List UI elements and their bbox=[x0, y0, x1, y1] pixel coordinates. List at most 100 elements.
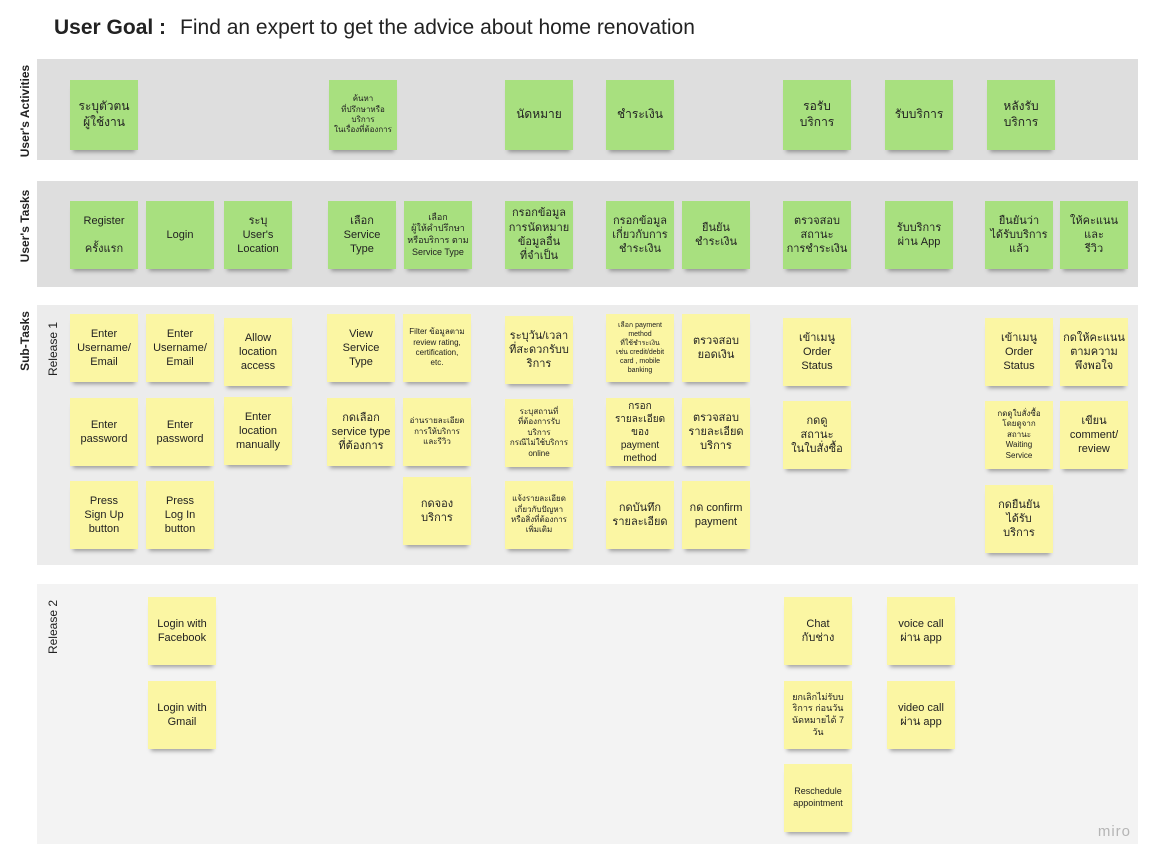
sticky-note-release2-5[interactable]: voice call ผ่าน app bbox=[887, 597, 955, 665]
sticky-note-release1-22[interactable]: เข้าเมนู Order Status bbox=[783, 318, 851, 386]
sticky-note-tasks-6[interactable]: กรอกข้อมูล เกี่ยวกับการ ชำระเงิน bbox=[606, 201, 674, 269]
sticky-note-tasks-2[interactable]: ระบุ User's Location bbox=[224, 201, 292, 269]
sticky-note-text: กด confirm payment bbox=[689, 501, 743, 528]
sticky-note-release1-26[interactable]: กดยืนยัน ได้รับ บริการ bbox=[985, 485, 1053, 553]
user-goal: User Goal : Find an expert to get the adv… bbox=[54, 16, 695, 40]
sticky-note-release1-0[interactable]: Enter Username/ Email bbox=[70, 314, 138, 382]
sticky-note-release1-2[interactable]: Press Sign Up button bbox=[70, 481, 138, 549]
sticky-note-release2-6[interactable]: video call ผ่าน app bbox=[887, 681, 955, 749]
user-goal-label: User Goal : bbox=[54, 16, 167, 39]
sticky-note-activities-0[interactable]: ระบุตัวตน ผู้ใช้งาน bbox=[70, 80, 138, 150]
sticky-note-release1-3[interactable]: Enter Username/ Email bbox=[146, 314, 214, 382]
release2-label: Release 2 bbox=[46, 599, 60, 655]
sticky-note-text: ระบุ User's Location bbox=[237, 214, 279, 256]
sticky-note-text: Login with Gmail bbox=[157, 701, 207, 728]
sticky-note-text: เลือก payment method ที่ใช้ชำระเงิน เช่น… bbox=[615, 321, 665, 375]
sticky-note-release1-13[interactable]: ระบุวัน/เวลา ที่สะดวกรับบ ริการ bbox=[505, 316, 573, 384]
sticky-note-activities-4[interactable]: รอรับ บริการ bbox=[783, 80, 851, 150]
sticky-note-activities-3[interactable]: ชำระเงิน bbox=[606, 80, 674, 150]
sticky-note-release1-27[interactable]: กดให้คะแนน ตามความ พึงพอใจ bbox=[1060, 318, 1128, 386]
sticky-note-release1-10[interactable]: Filter ข้อมูลตาม review rating, certific… bbox=[403, 314, 471, 382]
sticky-note-activities-5[interactable]: รับบริการ bbox=[885, 80, 953, 150]
sticky-note-text: ยกเลิกไม่รับบ ริการ ก่อนวัน นัดหมายได้ 7… bbox=[791, 691, 845, 737]
sticky-note-text: Press Log In button bbox=[164, 494, 196, 536]
sticky-note-release1-7[interactable]: Enter location manually bbox=[224, 397, 292, 465]
sticky-note-release2-3[interactable]: ยกเลิกไม่รับบ ริการ ก่อนวัน นัดหมายได้ 7… bbox=[784, 681, 852, 749]
sticky-note-activities-6[interactable]: หลังรับ บริการ bbox=[987, 80, 1055, 150]
sticky-note-text: กดให้คะแนน ตามความ พึงพอใจ bbox=[1063, 331, 1125, 373]
activities-band bbox=[37, 59, 1138, 160]
sticky-note-release2-1[interactable]: Login with Gmail bbox=[148, 681, 216, 749]
sticky-note-text: กดเลือก service type ที่ต้องการ bbox=[331, 411, 391, 453]
sticky-note-release2-4[interactable]: Reschedule appointment bbox=[784, 764, 852, 832]
sticky-note-release1-8[interactable]: View Service Type bbox=[327, 314, 395, 382]
sticky-note-text: ชำระเงิน bbox=[617, 107, 663, 122]
sticky-note-release2-2[interactable]: Chat กับช่าง bbox=[784, 597, 852, 665]
sticky-note-text: ระบุวัน/เวลา ที่สะดวกรับบ ริการ bbox=[509, 329, 569, 371]
sticky-note-text: ยืนยันว่า ได้รับบริการ แล้ว bbox=[990, 214, 1048, 256]
sticky-note-release1-14[interactable]: ระบุสถานที่ ที่ต้องการรับ บริการ กรณีไม่… bbox=[505, 399, 573, 467]
sticky-note-text: ระบุสถานที่ ที่ต้องการรับ บริการ กรณีไม่… bbox=[509, 407, 569, 458]
sticky-note-text: Register ครั้งแรก bbox=[83, 214, 125, 256]
sticky-note-release1-18[interactable]: กดบันทึก รายละเอียด bbox=[606, 481, 674, 549]
sticky-note-tasks-0[interactable]: Register ครั้งแรก bbox=[70, 201, 138, 269]
sticky-note-release1-25[interactable]: กดดูใบสั่งซื้อ โดยดูจาก สถานะ Waiting Se… bbox=[985, 401, 1053, 469]
sticky-note-text: Enter password bbox=[156, 418, 204, 445]
sticky-note-text: เลือก Service Type bbox=[343, 214, 381, 256]
sticky-note-release1-6[interactable]: Allow location access bbox=[224, 318, 292, 386]
sticky-note-release1-28[interactable]: เขียน comment/ review bbox=[1060, 401, 1128, 469]
sticky-note-release1-11[interactable]: อ่านรายละเอียด การให้บริการ และรีวิว bbox=[403, 398, 471, 466]
sticky-note-text: Chat กับช่าง bbox=[801, 617, 835, 644]
sticky-note-activities-2[interactable]: นัดหมาย bbox=[505, 80, 573, 150]
sticky-note-release1-4[interactable]: Enter password bbox=[146, 398, 214, 466]
sticky-note-text: กรอก รายละเอียดของ payment method bbox=[614, 400, 666, 464]
sticky-note-text: Enter Username/ Email bbox=[153, 327, 207, 369]
sticky-note-tasks-1[interactable]: Login bbox=[146, 201, 214, 269]
subtasks-label: Sub-Tasks bbox=[18, 311, 32, 371]
release1-label: Release 1 bbox=[46, 321, 60, 377]
sticky-note-text: แจ้งรายละเอียด เกี่ยวกับปัญหา หรือสิ่งที… bbox=[511, 494, 567, 535]
sticky-note-release1-23[interactable]: กดดู สถานะ ในใบสั่งซื้อ bbox=[783, 401, 851, 469]
sticky-note-tasks-3[interactable]: เลือก Service Type bbox=[328, 201, 396, 269]
sticky-note-release1-5[interactable]: Press Log In button bbox=[146, 481, 214, 549]
sticky-note-release1-12[interactable]: กดจอง บริการ bbox=[403, 477, 471, 545]
sticky-note-release2-0[interactable]: Login with Facebook bbox=[148, 597, 216, 665]
sticky-note-release1-9[interactable]: กดเลือก service type ที่ต้องการ bbox=[327, 398, 395, 466]
sticky-note-tasks-8[interactable]: ตรวจสอบ สถานะ การชำระเงิน bbox=[783, 201, 851, 269]
sticky-note-text: ตรวจสอบ สถานะ การชำระเงิน bbox=[786, 214, 848, 256]
sticky-note-text: รับบริการ bbox=[894, 107, 944, 122]
sticky-note-tasks-4[interactable]: เลือก ผู้ให้คำปรึกษา หรือบริการ ตาม Serv… bbox=[404, 201, 472, 269]
sticky-note-text: Login with Facebook bbox=[157, 617, 207, 644]
sticky-note-release1-17[interactable]: กรอก รายละเอียดของ payment method bbox=[606, 398, 674, 466]
sticky-note-tasks-9[interactable]: รับบริการ ผ่าน App bbox=[885, 201, 953, 269]
sticky-note-text: View Service Type bbox=[342, 327, 380, 369]
sticky-note-text: Login bbox=[166, 228, 194, 241]
sticky-note-release1-21[interactable]: กด confirm payment bbox=[682, 481, 750, 549]
sticky-note-text: Allow location access bbox=[239, 331, 277, 373]
sticky-note-text: เข้าเมนู Order Status bbox=[1001, 331, 1037, 373]
sticky-note-release1-15[interactable]: แจ้งรายละเอียด เกี่ยวกับปัญหา หรือสิ่งที… bbox=[505, 481, 573, 549]
sticky-note-text: เลือก ผู้ให้คำปรึกษา หรือบริการ ตาม Serv… bbox=[407, 211, 469, 257]
sticky-note-tasks-10[interactable]: ยืนยันว่า ได้รับบริการ แล้ว bbox=[985, 201, 1053, 269]
sticky-note-text: ตรวจสอบ ยอดเงิน bbox=[693, 334, 739, 361]
sticky-note-text: Reschedule appointment bbox=[793, 786, 843, 808]
sticky-note-release1-24[interactable]: เข้าเมนู Order Status bbox=[985, 318, 1053, 386]
miro-watermark: miro bbox=[1097, 823, 1131, 840]
sticky-note-activities-1[interactable]: ค้นหา ที่ปรึกษาหรือ บริการ ในเรื่องที่ต้… bbox=[329, 80, 397, 150]
sticky-note-text: ค้นหา ที่ปรึกษาหรือ บริการ ในเรื่องที่ต้… bbox=[334, 94, 392, 135]
sticky-note-release1-20[interactable]: ตรวจสอบ รายละเอียด บริการ bbox=[682, 398, 750, 466]
release1-band bbox=[37, 305, 1138, 565]
sticky-note-release1-19[interactable]: ตรวจสอบ ยอดเงิน bbox=[682, 314, 750, 382]
user-goal-text: Find an expert to get the advice about h… bbox=[180, 16, 695, 39]
sticky-note-text: กดบันทึก รายละเอียด bbox=[612, 501, 668, 528]
sticky-note-text: ระบุตัวตน ผู้ใช้งาน bbox=[78, 99, 130, 129]
tasks-band bbox=[37, 181, 1138, 287]
sticky-note-release1-16[interactable]: เลือก payment method ที่ใช้ชำระเงิน เช่น… bbox=[606, 314, 674, 382]
sticky-note-text: รับบริการ ผ่าน App bbox=[896, 221, 942, 248]
sticky-note-tasks-7[interactable]: ยืนยัน ชำระเงิน bbox=[682, 201, 750, 269]
sticky-note-text: กดดูใบสั่งซื้อ โดยดูจาก สถานะ Waiting Se… bbox=[997, 409, 1041, 460]
sticky-note-tasks-11[interactable]: ให้คะแนน และ รีวิว bbox=[1060, 201, 1128, 269]
tasks-label: User's Tasks bbox=[18, 189, 32, 263]
sticky-note-tasks-5[interactable]: กรอกข้อมูล การนัดหมาย ข้อมูลอื่น ที่จำเป… bbox=[505, 201, 573, 269]
sticky-note-release1-1[interactable]: Enter password bbox=[70, 398, 138, 466]
